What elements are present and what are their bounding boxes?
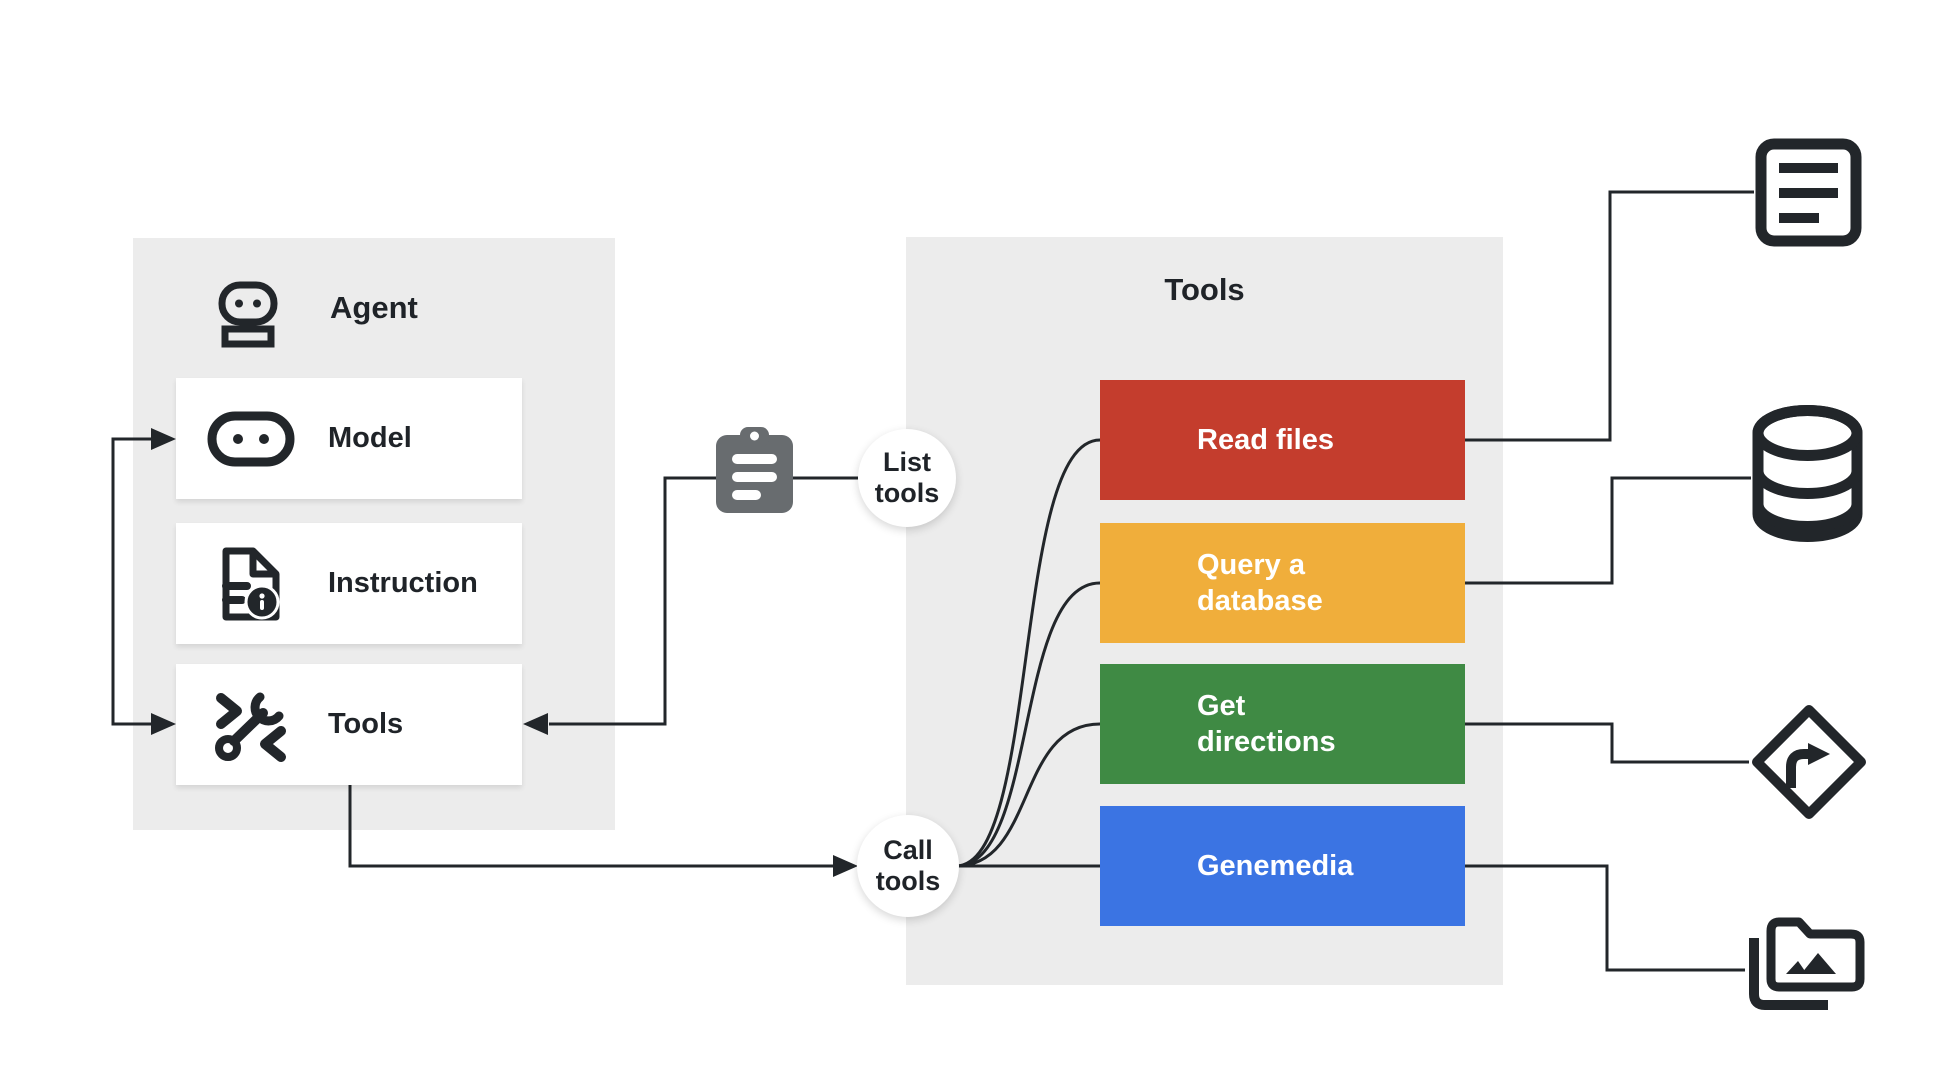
- tool-genemedia: Genemedia: [1100, 806, 1465, 926]
- robot-face-icon: [206, 411, 296, 467]
- wire-call-to-query-db: [955, 581, 1101, 868]
- tool-label: Read files: [1197, 424, 1334, 456]
- agent-item-instruction: Instruction: [176, 523, 522, 644]
- document-lines-icon: [1755, 138, 1862, 247]
- clipboard-list-icon: [716, 427, 793, 513]
- agent-item-label: Instruction: [328, 567, 478, 599]
- database-icon: [1752, 405, 1863, 542]
- wire-call-to-directions: [955, 722, 1101, 868]
- wire-agent-to-call-tools: [348, 785, 833, 868]
- tool-label: Get directions: [1197, 690, 1336, 758]
- agent-item-tools: Tools: [176, 664, 522, 785]
- list-tools-label: List tools: [874, 447, 940, 508]
- wire-list-tools-to-agent: [549, 476, 858, 726]
- tool-read-files: Read files: [1100, 380, 1465, 500]
- call-tools-step: Call tools: [857, 815, 959, 917]
- tool-label: Genemedia: [1197, 850, 1354, 882]
- call-tools-label: Call tools: [875, 835, 941, 896]
- wire-genemedia-to-media: [1465, 864, 1745, 972]
- tool-label: Query a database: [1197, 549, 1323, 617]
- agent-item-label: Model: [328, 422, 412, 454]
- wire-directions-to-sign: [1465, 722, 1749, 764]
- tool-get-directions: Get directions: [1100, 664, 1465, 784]
- media-folder-icon: [1749, 917, 1865, 1010]
- agent-item-label: Tools: [328, 708, 404, 740]
- arrowhead-into-agent-tools-right: [523, 713, 548, 735]
- wire-readfiles-to-document: [1465, 190, 1754, 442]
- arrowhead-into-model: [151, 428, 176, 450]
- agent-panel-title: Agent: [330, 290, 418, 325]
- tool-query-database: Query a database: [1100, 523, 1465, 643]
- document-info-icon: [206, 546, 296, 622]
- wire-query-to-database: [1465, 476, 1751, 585]
- robot-icon: [218, 281, 278, 353]
- wire-call-to-read-files: [955, 438, 1101, 868]
- arrowhead-into-agent-tools-left: [151, 713, 176, 735]
- list-tools-step: List tools: [858, 429, 956, 527]
- wrench-chevrons-icon: [206, 686, 296, 764]
- wire-model-tools-loop: [111, 437, 152, 726]
- arrowhead-into-call-tools: [833, 855, 858, 877]
- arrowheads: [151, 428, 858, 877]
- turn-right-sign-icon: [1752, 705, 1866, 819]
- tools-panel-title: Tools: [1164, 272, 1245, 307]
- agent-item-model: Model: [176, 378, 522, 499]
